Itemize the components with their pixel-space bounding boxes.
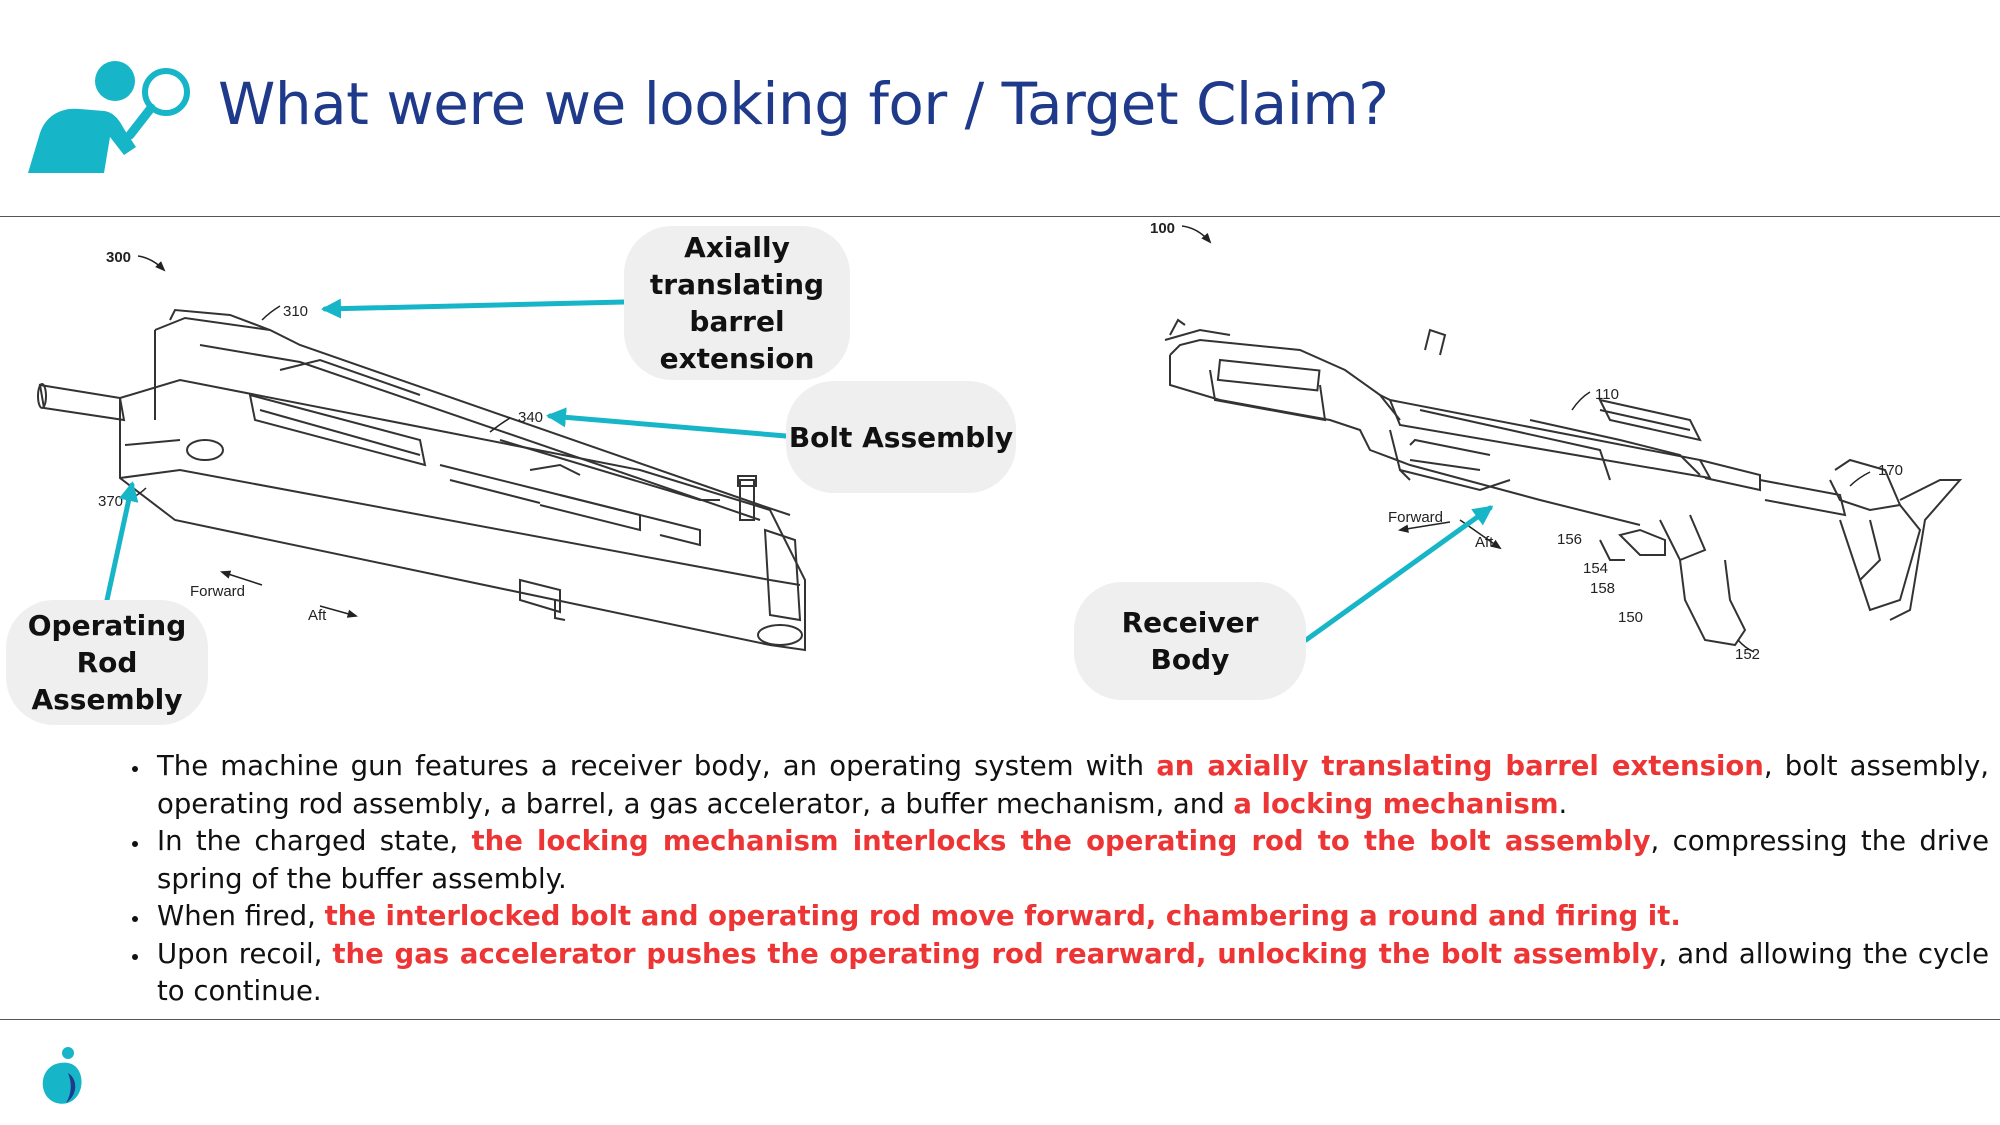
bullet-highlight: the interlocked bolt and operating rod m… [324, 900, 1681, 932]
person-magnifier-icon [28, 61, 190, 173]
bullet-item: The machine gun features a receiver body… [151, 748, 1989, 823]
forward-arrow [220, 570, 263, 586]
bullet-text: . [1558, 787, 1568, 820]
callout-operating-rod: Operating Rod Assembly [6, 600, 208, 725]
ref-label: 158 [1590, 580, 1615, 597]
callout-line: Rod [76, 646, 138, 679]
bullet-text: , compressing the drive spring of the bu… [157, 825, 1989, 895]
ref-label: 310 [283, 303, 308, 320]
bullet-highlight: the locking mechanism interlocks the ope… [471, 825, 1651, 857]
ref-label: 150 [1618, 609, 1643, 626]
callout-line: Bolt Assembly [788, 420, 1014, 454]
callout-line: translating [649, 268, 825, 301]
callout-arrow [321, 298, 627, 319]
direction-label: Aft [308, 607, 327, 624]
ref-label: 154 [1583, 560, 1608, 577]
ref-label: 156 [1557, 531, 1582, 548]
direction-label: Forward [190, 583, 245, 600]
ref-label: 370 [98, 493, 123, 510]
ref-label: 170 [1878, 462, 1903, 479]
bullet-highlight: the gas accelerator pushes the operating… [332, 937, 1659, 970]
callout-line: extension [659, 342, 815, 375]
bullet-text: When fired, [157, 900, 325, 932]
callout-line: Operating [27, 609, 187, 642]
leader-line [489, 417, 511, 433]
bullet-text: The machine gun features a receiver body… [157, 750, 1157, 782]
bullet-item: When fired, the interlocked bolt and ope… [151, 898, 1989, 936]
callout-barrel-extension: Axially translating barrel extension [624, 226, 850, 380]
leader-line [1737, 639, 1755, 653]
footer-divider [0, 1019, 2000, 1020]
aft-arrow [319, 605, 359, 618]
ref-label: 110 [1595, 386, 1619, 403]
leader-line [261, 305, 281, 321]
callout-arrow [1303, 505, 1494, 643]
ref-label: 152 [1735, 646, 1760, 663]
callout-receiver-body: Receiver Body [1074, 582, 1306, 700]
direction-label: Forward [1388, 509, 1443, 526]
callout-line: Assembly [31, 683, 183, 716]
callout-bolt-assembly: Bolt Assembly [786, 381, 1016, 493]
claim-bullet-list: The machine gun features a receiver body… [115, 748, 1989, 1011]
leader-line [1181, 225, 1212, 244]
right-patent-figure [1164, 318, 1963, 647]
bullet-item: In the charged state, the locking mechan… [151, 823, 1989, 898]
brand-logo-icon [42, 1047, 82, 1104]
bullet-item: Upon recoil, the gas accelerator pushes … [151, 936, 1989, 1011]
ref-label: 340 [518, 409, 543, 426]
bullet-text: , and allowing the cycle to continue. [157, 937, 1989, 1008]
header-divider [0, 216, 2000, 217]
forward-arrow [1397, 521, 1451, 533]
callout-line: Axially [684, 231, 790, 264]
callout-line: Receiver [1121, 606, 1259, 639]
ref-label: 100 [1150, 220, 1175, 237]
left-patent-figure [37, 308, 806, 652]
callout-arrow [546, 407, 789, 439]
callout-line: Body [1150, 643, 1230, 676]
leader-line [1571, 391, 1591, 411]
bullet-highlight: a locking mechanism [1233, 787, 1559, 820]
ref-label: 300 [106, 249, 131, 266]
bullet-text: Upon recoil, [157, 937, 333, 970]
leader-line [1849, 471, 1871, 487]
page-title: What were we looking for / Target Claim? [218, 70, 1389, 138]
callout-arrow [104, 481, 139, 603]
bullet-highlight: an axially translating barrel extension [1156, 750, 1764, 782]
leader-line [137, 255, 166, 272]
direction-label: Aft [1475, 534, 1494, 551]
bullet-text: In the charged state, [157, 825, 472, 857]
callout-line: barrel [689, 305, 785, 338]
bullet-text: , bolt assembly, operating rod assembly,… [157, 750, 1989, 820]
